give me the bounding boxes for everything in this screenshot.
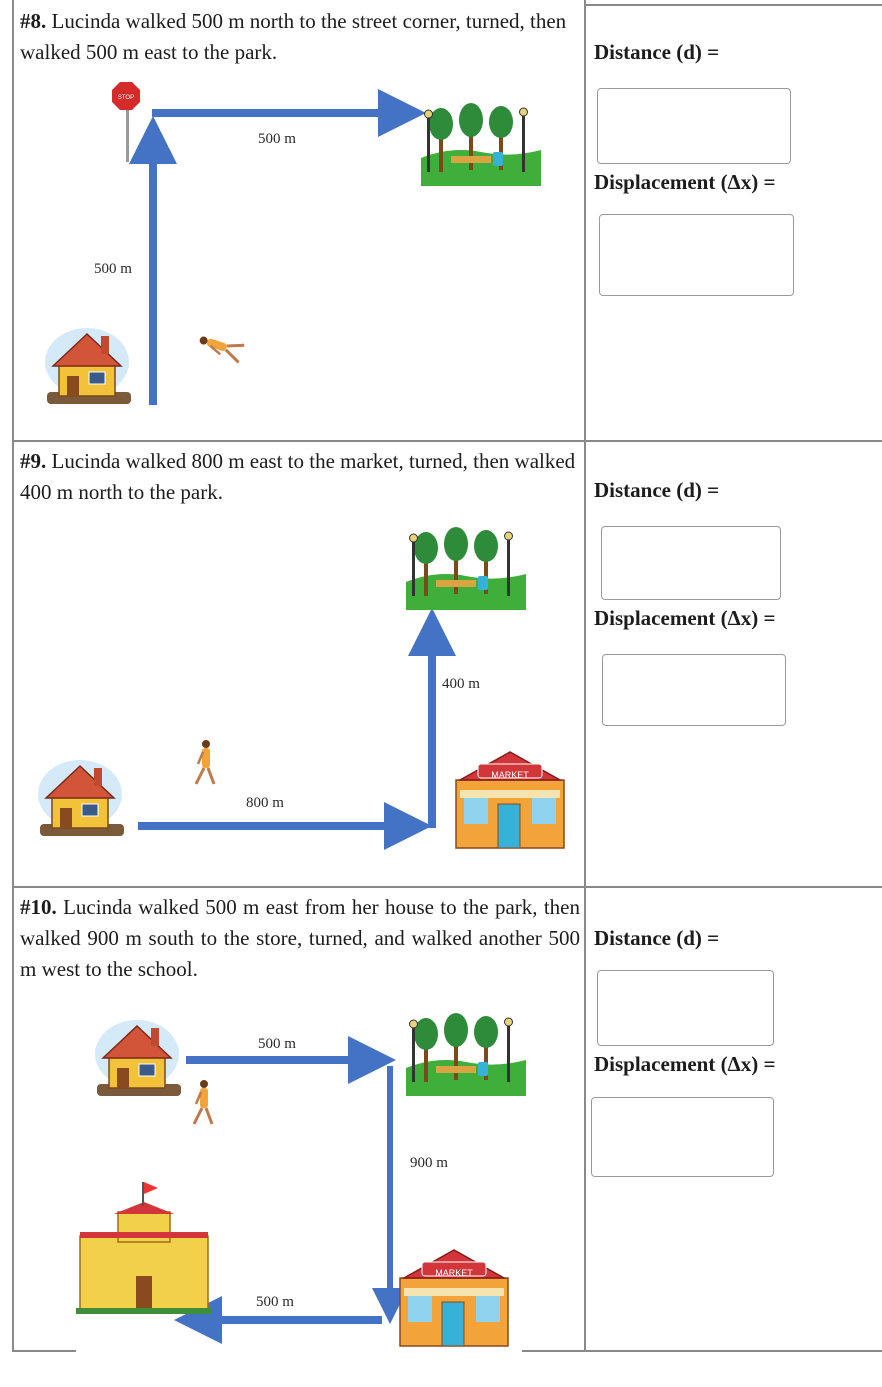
row-divider-1 [12, 440, 882, 442]
market-sign-text: MARKET [435, 1268, 473, 1278]
house-icon [44, 327, 132, 405]
stop-sign-icon: STOP [112, 82, 140, 162]
problem-9-text: Lucinda walked 800 m east to the market,… [20, 449, 576, 504]
house-icon [94, 1019, 182, 1097]
problem-8-number: #8. [20, 9, 47, 33]
problem-9-segment-label-east: 800 m [246, 795, 284, 811]
problem-8-distance-label: Distance (d) = [594, 40, 720, 64]
problem-10-number: #10. [20, 895, 57, 919]
table-bottom-border-left [12, 1350, 76, 1352]
problem-9-distance-label: Distance (d) = [594, 478, 720, 502]
problem-8-text: Lucinda walked 500 m north to the street… [20, 9, 567, 64]
park-icon [405, 1012, 527, 1097]
market-icon [399, 1249, 509, 1347]
problem-10-segment-label-south: 900 m [410, 1155, 448, 1171]
problem-8-prompt: #8. Lucinda walked 500 m north to the st… [20, 6, 580, 68]
market-sign-text: MARKET [491, 770, 529, 780]
problem-10-prompt: #10. Lucinda walked 500 m east from her … [20, 892, 580, 985]
svg-text:STOP: STOP [118, 95, 134, 101]
walker-icon [194, 738, 216, 786]
problem-8-displacement-answer-box[interactable] [599, 214, 794, 296]
park-icon [420, 102, 542, 187]
problem-10-distance-label: Distance (d) = [594, 926, 720, 950]
problem-10-diagram: 500 m 900 m 500 m MARKET [75, 1012, 527, 1347]
column-divider [584, 0, 586, 1352]
problem-8-displacement-label: Displacement (Δx) = [594, 170, 776, 194]
park-icon [405, 526, 527, 611]
problem-8-diagram: STOP 500 m 500 m [44, 82, 542, 405]
table-left-border [12, 0, 14, 1352]
problem-9-displacement-answer-box[interactable] [602, 654, 786, 726]
problem-10-displacement-label: Displacement (Δx) = [594, 1052, 776, 1076]
problem-10-text: Lucinda walked 500 m east from her house… [20, 895, 580, 981]
problem-8-distance-answer-box[interactable] [597, 88, 791, 164]
market-icon [455, 751, 565, 849]
row-divider-2 [12, 886, 882, 888]
table-bottom-border-right [522, 1350, 882, 1352]
problem-8-segment-label-east: 500 m [258, 131, 296, 147]
problem-8-segment-label-north: 500 m [94, 261, 132, 277]
problem-10-segment-label-west: 500 m [256, 1294, 294, 1310]
house-icon [37, 759, 125, 837]
problem-10-distance-answer-box[interactable] [597, 970, 774, 1046]
problem-9-displacement-label: Displacement (Δx) = [594, 606, 776, 630]
problem-9-number: #9. [20, 449, 47, 473]
problem-9-segment-label-north: 400 m [442, 676, 480, 692]
problem-10-segment-label-east: 500 m [258, 1036, 296, 1052]
problem-9-prompt: #9. Lucinda walked 800 m east to the mar… [20, 446, 580, 508]
walker-icon [195, 330, 246, 364]
problem-9-distance-answer-box[interactable] [601, 526, 781, 600]
problem-10-displacement-answer-box[interactable] [591, 1097, 774, 1177]
school-icon [75, 1181, 213, 1315]
table-top-border [584, 4, 882, 6]
problem-9-diagram: 800 m 400 m MARKET [37, 526, 565, 850]
walker-icon [192, 1078, 214, 1126]
